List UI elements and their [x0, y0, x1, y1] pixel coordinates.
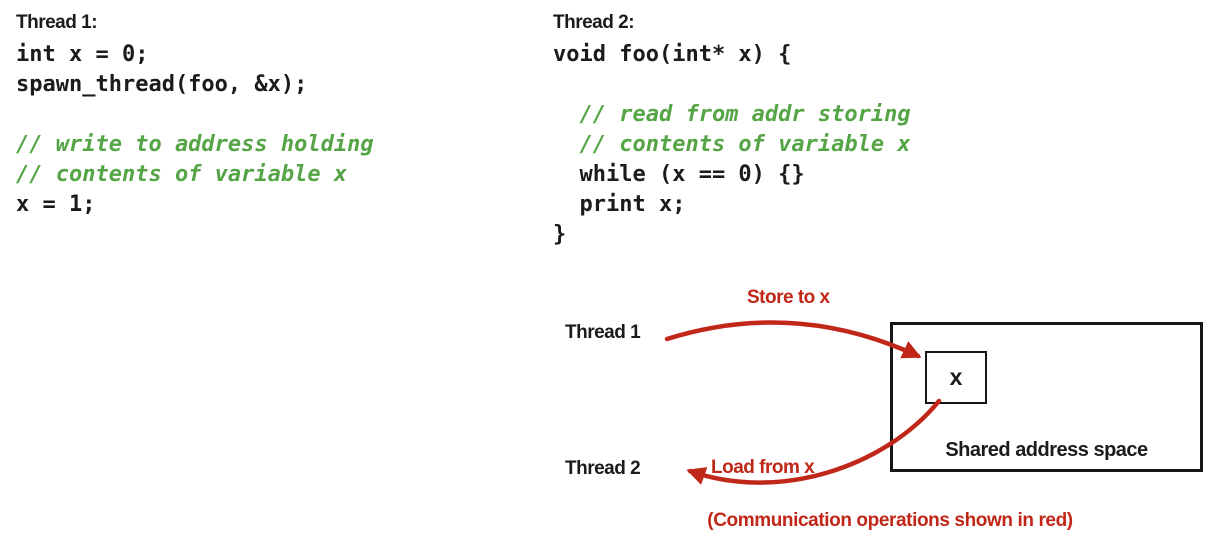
- code-line: int x = 0;: [16, 42, 149, 67]
- load-from-x-label: Load from x: [711, 457, 815, 478]
- code-line: x = 1;: [16, 192, 96, 217]
- thread2-code: void foo(int* x) { // read from addr sto…: [553, 40, 911, 250]
- code-line: print x;: [553, 192, 686, 217]
- code-line-blank: [16, 100, 374, 130]
- diagram-thread2-label: Thread 2: [565, 458, 641, 479]
- thread1-heading: Thread 1:: [16, 12, 98, 33]
- store-arrow: [664, 320, 922, 359]
- thread2-section: Thread 2: void foo(int* x) { // read fro…: [553, 12, 911, 250]
- variable-x-label: x: [949, 364, 963, 390]
- diagram-thread1-label: Thread 1: [565, 322, 641, 343]
- code-line-comment: // read from addr storing: [553, 102, 911, 127]
- thread2-heading: Thread 2:: [553, 12, 635, 33]
- code-line-comment: // contents of variable x: [16, 162, 348, 187]
- variable-x-box: x: [925, 351, 987, 404]
- shared-address-space-label: Shared address space: [945, 439, 1148, 461]
- code-line-comment: // write to address holding: [16, 132, 374, 157]
- code-line: void foo(int* x) {: [553, 42, 792, 67]
- thread1-code: int x = 0; spawn_thread(foo, &x); // write…: [16, 40, 374, 220]
- code-line-comment: // contents of variable x: [553, 132, 911, 157]
- diagram-caption: (Communication operations shown in red): [707, 510, 1073, 531]
- code-line: spawn_thread(foo, &x);: [16, 72, 308, 97]
- thread1-section: Thread 1: int x = 0; spawn_thread(foo, &x…: [16, 12, 374, 220]
- store-to-x-label: Store to x: [747, 287, 830, 308]
- code-line: while (x == 0) {}: [553, 162, 805, 187]
- shared-address-space-box: x Shared address space: [890, 322, 1203, 472]
- code-line: }: [553, 222, 567, 247]
- code-line-blank: [553, 70, 911, 100]
